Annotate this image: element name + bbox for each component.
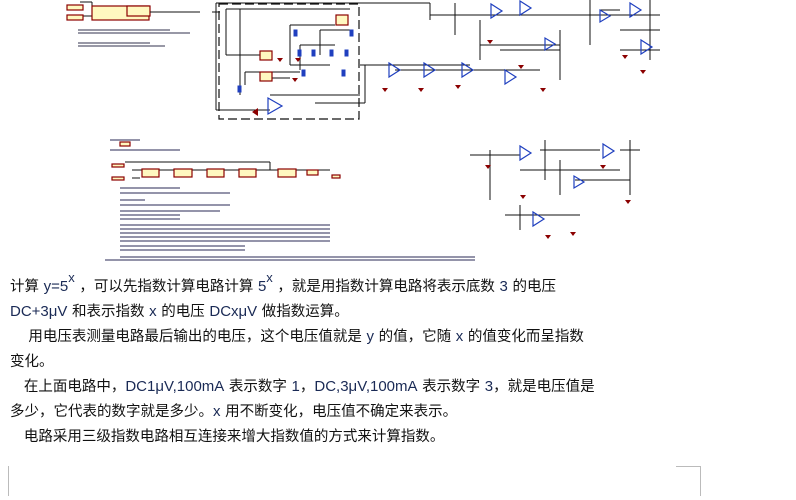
text-run: 做指数运算。 xyxy=(257,304,349,320)
text-run: 在上面电路中， xyxy=(10,379,126,395)
text-run: 表示数字 xyxy=(224,379,292,395)
latin-run: DC,3μV,100mA xyxy=(314,378,418,395)
schematic-bottom-right-circuit xyxy=(470,140,640,230)
page-margin-corner-right xyxy=(700,466,701,496)
page-margin-corner-left xyxy=(8,466,9,496)
schematic-central-circuit xyxy=(215,2,430,120)
text-run: ，可以先指数计算电路计算 xyxy=(74,279,258,295)
text-run: 表示数字 xyxy=(417,379,485,395)
text-run: ，就是电压值是 xyxy=(493,379,595,395)
latin-run: 1 xyxy=(291,378,300,395)
text-run: 变化。 xyxy=(10,354,54,370)
text-run: 用电压表测量电路最后输出的电压，这个电压值就是 xyxy=(10,329,367,345)
latin-run: 3 xyxy=(499,278,508,295)
text-line: 多少，它代表的数字就是多少。x 用不断变化，电压值不确定来表示。 xyxy=(10,402,457,422)
latin-run: x xyxy=(149,303,157,320)
latin-run: x xyxy=(455,328,464,345)
latin-run: DC1μV,100mA xyxy=(125,378,225,395)
schematic-annotation-lines xyxy=(105,139,475,261)
text-run: 电路采用三级指数电路相互连接来增大指数值的方式来计算指数。 xyxy=(10,429,445,445)
text-line: 用电压表测量电路最后输出的电压，这个电压值就是 y 的值，它随 x 的值变化而呈… xyxy=(10,327,584,347)
text-run: 多少，它代表的数字就是多少。 xyxy=(10,404,213,420)
latin-run: DC+3μV xyxy=(10,303,68,320)
schematic-bottom-block-chain xyxy=(125,161,330,179)
text-line: DC+3μV 和表示指数 x 的电压 DCxμV 做指数运算。 xyxy=(10,302,349,322)
superscript-run: x xyxy=(68,270,75,285)
text-run: 用不断变化，电压值不确定来表示。 xyxy=(220,404,458,420)
schematic-right-opamp-chain xyxy=(360,0,660,80)
latin-run: 3 xyxy=(484,378,494,395)
text-line: 变化。 xyxy=(10,352,54,372)
text-line: 在上面电路中，DC1μV,100mA 表示数字 1，DC,3μV,100mA 表… xyxy=(10,377,595,397)
text-run: 计算 xyxy=(10,279,44,295)
circuit-schematic-figure xyxy=(66,0,660,261)
latin-run: y=5 xyxy=(43,278,69,295)
text-run: ， xyxy=(299,379,315,395)
latin-run: x xyxy=(213,403,221,420)
latin-run: y xyxy=(366,328,375,345)
latin-run: 5 xyxy=(257,278,267,295)
text-line: 电路采用三级指数电路相互连接来增大指数值的方式来计算指数。 xyxy=(10,427,445,447)
text-run: 的电压 xyxy=(156,304,210,320)
page-margin-corner-right-h xyxy=(676,466,700,467)
text-run: 的值，它随 xyxy=(374,329,456,345)
text-run: 和表示指数 xyxy=(67,304,150,320)
text-line: 计算 y=5x ，可以先指数计算电路计算 5x ，就是用指数计算电路将表示底数 … xyxy=(10,270,556,297)
text-run: 的值变化而呈指数 xyxy=(463,329,584,345)
text-run: 的电压 xyxy=(507,279,556,295)
block-component xyxy=(126,5,151,17)
text-run: ，就是用指数计算电路将表示底数 xyxy=(272,279,500,295)
opamp-symbol xyxy=(267,96,284,116)
superscript-run: x xyxy=(266,270,273,285)
latin-run: DCxμV xyxy=(209,303,258,320)
